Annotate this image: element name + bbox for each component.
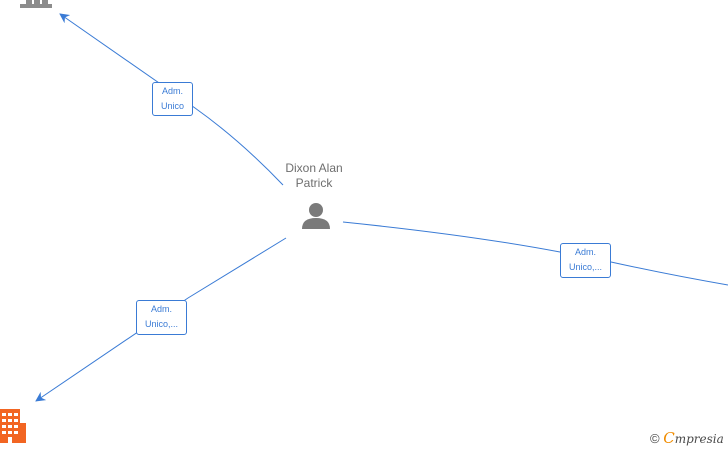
person-name-label[interactable]: Dixon Alan Patrick bbox=[266, 161, 362, 191]
edge-label-left[interactable]: Adm. Unico,... bbox=[136, 300, 187, 335]
edge-label-top[interactable]: Adm. Unico bbox=[152, 82, 193, 116]
edge-label-top-line2: Unico bbox=[160, 101, 184, 111]
top-company-building-icon[interactable] bbox=[20, 0, 52, 8]
empresia-watermark: © Cmpresia bbox=[650, 429, 724, 447]
bottom-company-building-icon[interactable] bbox=[0, 409, 26, 443]
edge-label-right-line1: Adm. bbox=[574, 247, 596, 257]
edge-to-bottom-company[interactable] bbox=[35, 237, 287, 402]
person-name-line1: Dixon Alan bbox=[285, 161, 343, 175]
edge-label-left-line1: Adm. bbox=[150, 304, 172, 314]
brand-logo-initial: C bbox=[663, 429, 675, 447]
edge-label-right-line2: Unico,... bbox=[568, 262, 602, 272]
brand-logo-rest: mpresia bbox=[674, 432, 724, 446]
copyright-symbol: © bbox=[650, 431, 660, 446]
edge-label-top-line1: Adm. bbox=[161, 86, 183, 96]
person-icon[interactable] bbox=[302, 203, 330, 229]
edge-to-top-company[interactable] bbox=[59, 13, 284, 186]
edge-to-right-company[interactable] bbox=[342, 221, 728, 286]
edge-label-right[interactable]: Adm. Unico,... bbox=[560, 243, 611, 278]
person-name-line2: Patrick bbox=[295, 176, 333, 190]
edge-label-left-line2: Unico,... bbox=[144, 319, 178, 329]
